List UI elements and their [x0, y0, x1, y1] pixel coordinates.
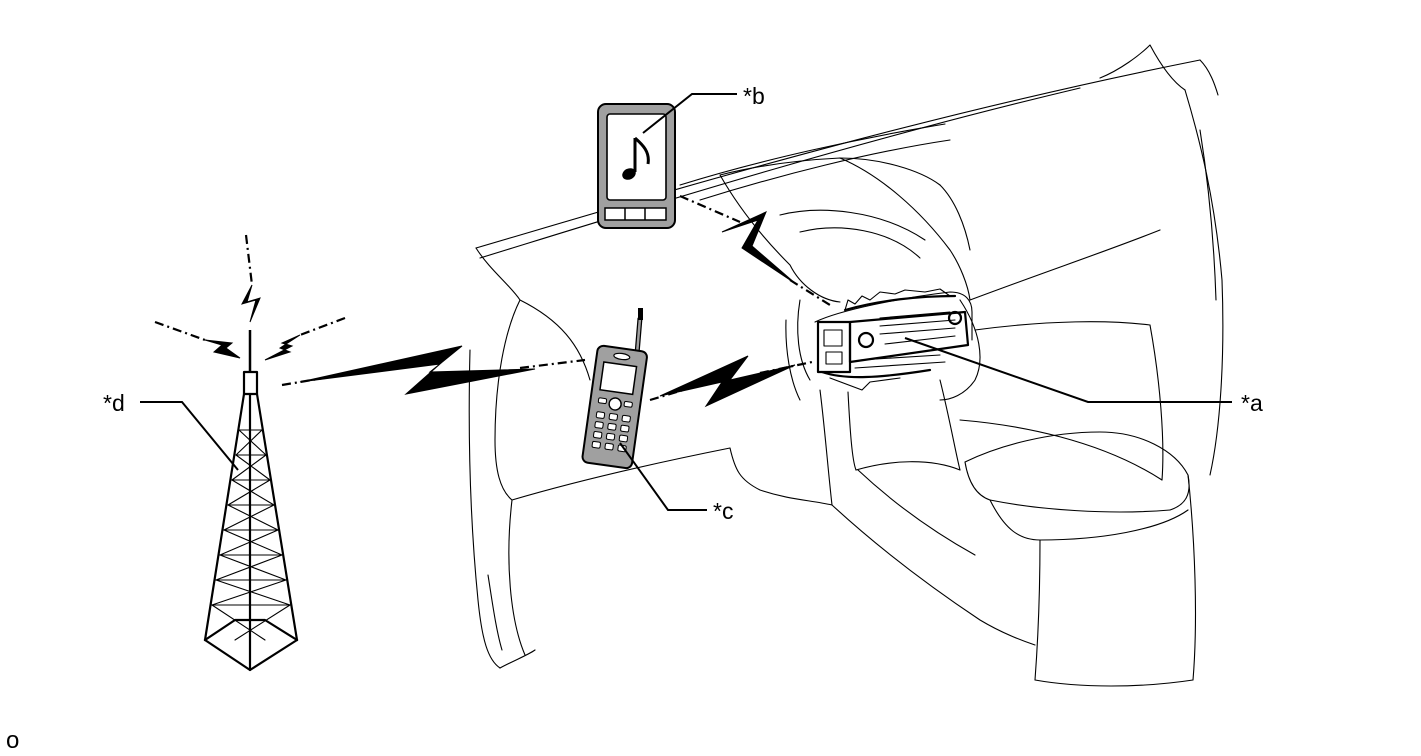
cellular-phone-icon: [581, 308, 648, 470]
lightning-bolt-icon: [659, 355, 796, 408]
leader-lines: [140, 93, 1232, 511]
car-radio-head-unit-icon: [814, 288, 973, 391]
callout-label-a: *a: [1241, 390, 1263, 416]
wireless-links: [154, 194, 831, 408]
footer-mark: o: [6, 727, 20, 754]
leader-line-d: [140, 401, 239, 471]
music-player-icon: [597, 103, 676, 229]
leader-line-b: [642, 93, 737, 134]
callout-label-b: *b: [743, 83, 765, 109]
callout-label-d: *d: [103, 390, 125, 416]
lightning-bolt-icon: [204, 284, 301, 361]
leader-line-c: [619, 442, 707, 511]
callout-label-c: *c: [713, 498, 734, 524]
cell-tower-icon: [203, 330, 299, 672]
lightning-bolt-icon: [721, 211, 797, 285]
music-note-icon: [622, 136, 650, 180]
phone-keypad: [591, 411, 631, 453]
vehicle-interior-outline: [468, 44, 1224, 687]
leader-line-a: [904, 337, 1232, 403]
lightning-bolt-icon: [299, 345, 536, 395]
